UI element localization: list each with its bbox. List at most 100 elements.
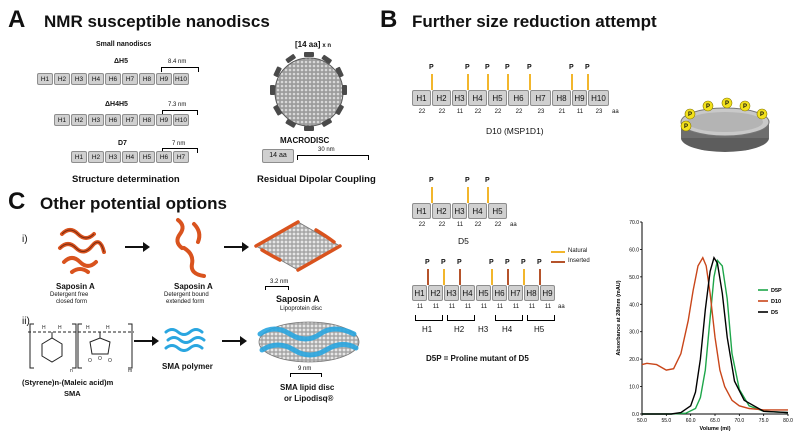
svg-text:O: O	[108, 358, 112, 364]
helix-length: 21	[558, 109, 566, 115]
saposin-closed-illustration	[58, 228, 106, 274]
macrodisc-illustration	[270, 52, 347, 131]
helix-length: 22	[418, 109, 426, 115]
helix-length: 11	[448, 304, 456, 310]
row-i-label: i)	[22, 234, 28, 245]
helix-length: 11	[464, 304, 472, 310]
helix-length: 11	[456, 109, 464, 115]
x-tick-label: 55.0	[661, 418, 671, 424]
repeat-suffix: x n	[322, 43, 332, 49]
panel-a-title: NMR susceptible nanodiscs	[44, 12, 270, 31]
helix-length: 11	[432, 304, 440, 310]
helix-box: H4	[468, 203, 487, 219]
helix-length: 11	[512, 304, 520, 310]
helix-box: H3	[444, 285, 459, 301]
group-bracket	[495, 315, 523, 321]
helix-length: 11	[456, 222, 464, 228]
helix-box: H6	[156, 151, 172, 163]
helix-box: H7	[173, 151, 189, 163]
saposin-extended-name: Saposin A	[174, 282, 213, 291]
construct-length: 7 nm	[172, 141, 186, 147]
proline-marker	[467, 74, 469, 90]
macrodisc-scale-bar	[297, 155, 369, 160]
legend-natural-label: Natural	[568, 248, 588, 254]
proline-label: P	[429, 177, 434, 184]
helix-box: H7	[122, 114, 138, 126]
helix-box: H3	[452, 90, 467, 106]
helix-box: H4	[88, 73, 104, 85]
helix-box: H2	[432, 203, 451, 219]
panel-c-title: Other potential options	[40, 194, 227, 213]
aa-unit: aa	[510, 222, 517, 228]
series-line-d5p	[642, 258, 789, 415]
helix-length: 22	[515, 109, 523, 115]
saposin-disc-illustration	[254, 220, 342, 272]
svg-text:H: H	[58, 325, 62, 331]
helix-length: 22	[494, 109, 502, 115]
y-tick-label: 70.0	[629, 220, 639, 226]
helix-box: H9	[156, 114, 172, 126]
helix-box: H1	[71, 151, 87, 163]
proline-label: P	[521, 259, 526, 266]
x-tick-label: 75.0	[759, 418, 769, 424]
proline-label: P	[429, 64, 434, 71]
sma-formula: (Styrene)n-(Maleic acid)m	[22, 378, 114, 387]
arrow-1-head	[143, 242, 150, 252]
arrow-2-head	[242, 242, 249, 252]
svg-text:P: P	[760, 112, 764, 118]
helix-box: H3	[88, 114, 104, 126]
repeat-aa: 14 aa	[297, 40, 318, 49]
helix-box: H2	[88, 151, 104, 163]
helix-box: H6	[105, 114, 121, 126]
svg-text:P: P	[743, 104, 747, 110]
svg-text:O: O	[98, 356, 102, 362]
saposin-closed-desc2: closed form	[56, 299, 88, 305]
y-tick-label: 50.0	[629, 275, 639, 281]
x-tick-label: 50.0	[637, 418, 647, 424]
helix-box: H2	[432, 90, 451, 106]
x-tick-label: 60.0	[686, 418, 696, 424]
arrow-2	[224, 246, 244, 248]
saposin-extended-desc2: extended form	[166, 299, 205, 305]
aa-unit: aa	[612, 109, 619, 115]
proline-label: P	[505, 259, 510, 266]
helix-length: 22	[474, 222, 482, 228]
helix-box: H1	[412, 203, 431, 219]
legend-label: D10	[771, 299, 781, 305]
helix-box: H4	[122, 151, 138, 163]
series-line-d10	[641, 256, 788, 411]
y-tick-label: 0.0	[632, 412, 639, 418]
helix-box: H3	[452, 203, 467, 219]
helix-box: H9	[156, 73, 172, 85]
svg-text:P: P	[725, 101, 729, 107]
y-axis-label: Absorbance at 280nm (mAU)	[616, 280, 622, 355]
helix-length: 11	[496, 304, 504, 310]
sma-polymer-illustration	[164, 328, 206, 352]
y-tick-label: 40.0	[629, 302, 639, 308]
legend-inserted-swatch	[551, 261, 565, 263]
proline-label: P	[485, 177, 490, 184]
proline-marker	[507, 269, 509, 285]
helix-box: H10	[173, 73, 189, 85]
proline-marker	[507, 74, 509, 90]
helix-box: H5	[488, 90, 507, 106]
helix-length: 11	[544, 304, 552, 310]
helix-box: H1	[37, 73, 53, 85]
group-label: H4	[502, 325, 513, 334]
helix-box: H5	[476, 285, 491, 301]
proline-marker	[431, 187, 433, 203]
series-line-d5	[642, 255, 789, 415]
helix-length: 11	[576, 109, 584, 115]
group-label: H2	[454, 325, 465, 334]
legend-label: D5	[771, 310, 778, 316]
construct-name: D7	[118, 140, 127, 147]
svg-text:O: O	[88, 358, 92, 364]
construct-name: ΔH5	[114, 58, 128, 65]
sma-abbr: SMA	[64, 389, 81, 398]
